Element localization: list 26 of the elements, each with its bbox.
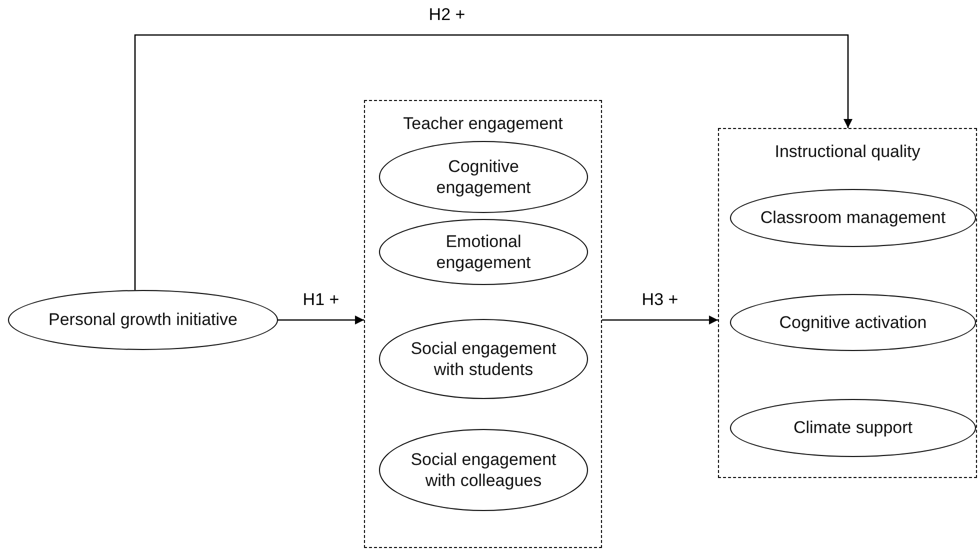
construct-ellipse bbox=[379, 429, 588, 511]
group-title: Instructional quality bbox=[774, 141, 922, 162]
arrow bbox=[134, 34, 852, 290]
construct-ellipse bbox=[379, 219, 588, 285]
construct-label: Emotional engagement bbox=[435, 230, 532, 274]
arrow bbox=[278, 316, 364, 324]
construct-ellipse bbox=[8, 290, 278, 350]
construct-label: Classroom management bbox=[759, 207, 947, 229]
construct-ellipse bbox=[730, 294, 976, 351]
construct-label: Climate support bbox=[792, 417, 914, 439]
construct-label: Cognitive engagement bbox=[435, 156, 532, 198]
edge-label: H2 + bbox=[428, 5, 466, 25]
construct-label: Social engagement with students bbox=[410, 338, 558, 380]
edge-label: H3 + bbox=[642, 290, 678, 310]
group-title: Teacher engagement bbox=[402, 113, 564, 134]
construct-ellipse bbox=[379, 141, 588, 213]
edge-label: H1 + bbox=[302, 290, 340, 310]
construct-ellipse bbox=[730, 189, 976, 247]
construct-ellipse bbox=[730, 399, 976, 457]
construct-label: Personal growth initiative bbox=[48, 309, 238, 331]
group-box bbox=[364, 100, 602, 548]
group-box bbox=[718, 128, 977, 478]
construct-ellipse bbox=[379, 319, 588, 399]
construct-label: Social engagement with colleagues bbox=[410, 448, 558, 492]
construct-label: Cognitive activation bbox=[778, 312, 928, 334]
arrow bbox=[602, 316, 718, 324]
